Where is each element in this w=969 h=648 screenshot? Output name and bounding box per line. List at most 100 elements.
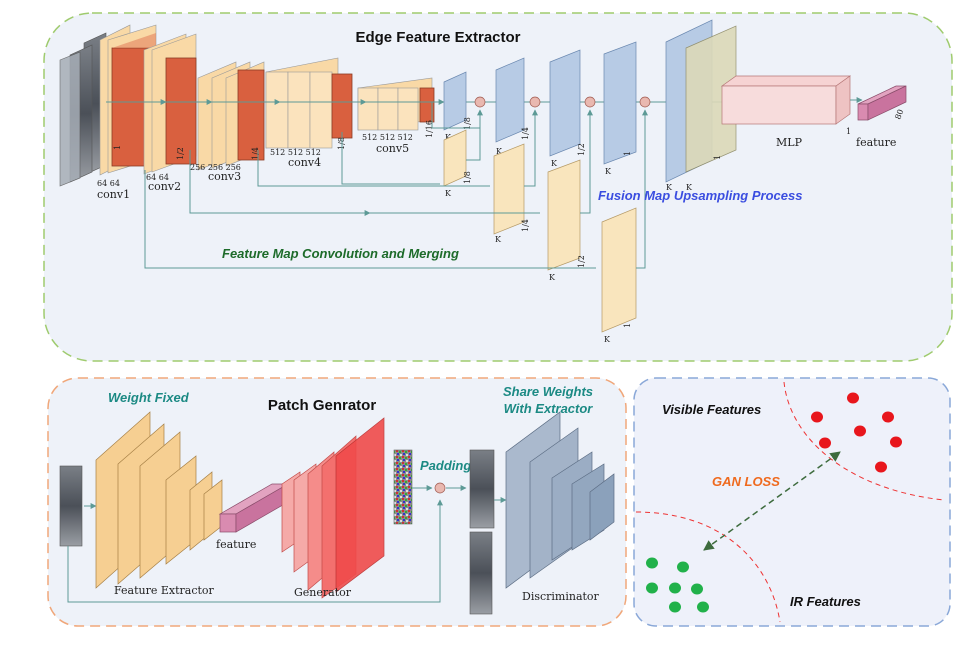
- side-3-scale: 1/2: [577, 255, 586, 268]
- conv3-label: conv3: [208, 170, 241, 183]
- merge-node-4: [639, 96, 651, 108]
- weight-fixed-label: Weight Fixed: [108, 390, 190, 405]
- padded-image-2: [469, 531, 493, 615]
- output-feature-block: [857, 85, 907, 121]
- conv4-block: [265, 57, 353, 149]
- mlp-scale: 1: [846, 127, 851, 136]
- ir-feature-points: [646, 557, 709, 613]
- gan-loss-arrow: [703, 451, 841, 551]
- merge-node-3: [584, 96, 596, 108]
- side-2-scale: 1/4: [521, 219, 530, 232]
- padded-image-1: [469, 449, 495, 529]
- side-block-3: [547, 159, 581, 271]
- ir-point: [646, 557, 658, 569]
- side-block-1: [443, 129, 467, 187]
- visible-point: [819, 437, 831, 449]
- side-3-k: K: [549, 273, 556, 282]
- visible-point: [847, 392, 859, 404]
- conv1-scale: 1: [113, 145, 122, 150]
- side-block-4: [601, 207, 637, 333]
- discriminator-label: Discriminator: [522, 590, 600, 603]
- side-4-scale: 1: [623, 323, 632, 328]
- upsample-k1: K: [666, 183, 673, 192]
- conv2-label: conv2: [148, 180, 181, 193]
- fusion-block-2: [495, 57, 525, 143]
- side-1-k: K: [445, 189, 452, 198]
- conv4-channels: 512 512 512: [270, 148, 321, 157]
- upsample-block: [665, 19, 737, 183]
- input-skip-line: [67, 499, 443, 603]
- fusion-block-4: [603, 41, 637, 165]
- fusion-process-label: Fusion Map Upsampling Process: [598, 188, 802, 203]
- fusion-3-k: K: [551, 159, 558, 168]
- ir-boundary: [635, 511, 781, 623]
- ir-point: [691, 583, 703, 595]
- padding-label: Padding: [420, 458, 471, 473]
- conv2-block: [143, 33, 197, 175]
- visible-point: [854, 425, 866, 437]
- conv3-block: [197, 61, 265, 171]
- patch-discriminator: [505, 411, 615, 589]
- ir-point: [677, 561, 689, 573]
- patch-feature-bar: [218, 483, 290, 533]
- merge-node-2: [529, 96, 541, 108]
- skip-connections: [144, 102, 648, 269]
- generator-label: Generator: [294, 586, 352, 599]
- ir-point: [669, 601, 681, 613]
- mlp-block: [720, 75, 852, 125]
- fusion-2-scale: 1/4: [521, 127, 530, 140]
- conv3-scale: 1/4: [251, 147, 260, 160]
- conv1-channels: 64 64: [97, 179, 120, 188]
- share-weights-label-2: With Extractor: [504, 401, 594, 416]
- conv2-channels: 64 64: [146, 173, 169, 182]
- feature-extractor-label: Feature Extractor: [114, 584, 215, 597]
- edge-extractor-title: Edge Feature Extractor: [355, 29, 520, 46]
- visible-point: [875, 461, 887, 473]
- ir-point: [646, 582, 658, 594]
- side-1-scale: 1/8: [463, 171, 472, 184]
- upsample-k2: K: [686, 183, 693, 192]
- ir-point: [697, 601, 709, 613]
- conv3-channels: 256 256 256: [190, 163, 241, 172]
- ir-point: [669, 582, 681, 594]
- side-4-k: K: [604, 335, 611, 344]
- mlp-label: MLP: [776, 136, 803, 149]
- patch-generator: [281, 417, 385, 599]
- ir-features-label: IR Features: [790, 594, 861, 609]
- fusion-block-3: [549, 49, 581, 157]
- conv5-channels: 512 512 512: [362, 133, 413, 142]
- patch-feature-extractor: [95, 411, 223, 589]
- visible-point: [811, 411, 823, 423]
- fusion-2-k: K: [496, 147, 503, 156]
- conv5-block: [357, 77, 435, 131]
- patch-generator-title: Patch Genrator: [268, 397, 377, 414]
- patch-feature-label: feature: [216, 538, 256, 551]
- visible-features-label: Visible Features: [662, 402, 761, 417]
- side-block-2: [493, 143, 525, 235]
- upsample-scale: 1: [713, 155, 722, 160]
- merge-process-label: Feature Map Convolution and Merging: [222, 246, 459, 261]
- conv1-label: conv1: [97, 188, 130, 201]
- patch-input-image: [59, 465, 83, 547]
- fusion-1-k: K: [445, 133, 452, 142]
- fusion-1-scale: 1/8: [463, 117, 472, 130]
- side-2-k: K: [495, 235, 502, 244]
- conv4-label: conv4: [288, 156, 321, 169]
- output-feature-dim: 80: [893, 108, 905, 121]
- fusion-4-k: K: [605, 167, 612, 176]
- padding-merge-node: [434, 482, 446, 494]
- fusion-block-1: [443, 71, 467, 131]
- visible-point: [882, 411, 894, 423]
- visible-feature-points: [811, 392, 902, 473]
- fusion-4-scale: 1: [623, 151, 632, 156]
- visible-point: [890, 436, 902, 448]
- noise-patch: [393, 449, 413, 525]
- conv5-scale: 1/16: [425, 120, 434, 138]
- conv5-label: conv5: [376, 142, 409, 155]
- conv2-scale: 1/2: [176, 147, 185, 160]
- merge-node-1: [474, 96, 486, 108]
- output-feature-label: feature: [856, 136, 896, 149]
- share-weights-label: Share Weights: [503, 384, 593, 399]
- gan-loss-label: GAN LOSS: [712, 474, 780, 489]
